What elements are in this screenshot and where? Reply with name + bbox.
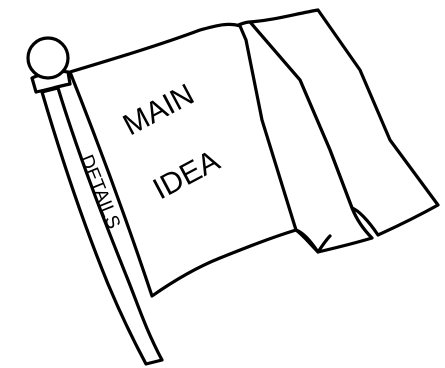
flagpole-finial [28, 38, 68, 78]
